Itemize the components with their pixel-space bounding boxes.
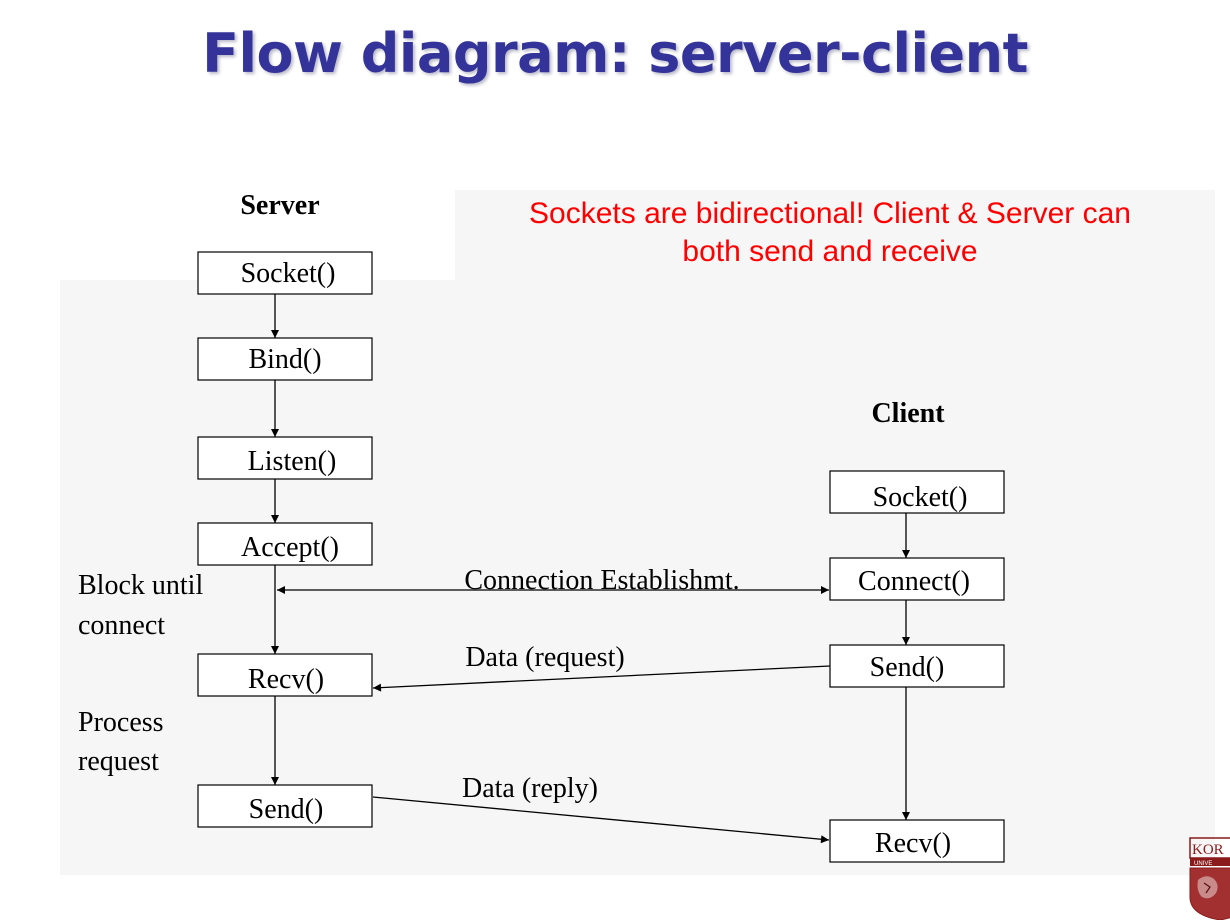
- svg-text:KOR: KOR: [1192, 842, 1224, 858]
- reply-arrow: [372, 796, 830, 844]
- server-send-box: Send(): [197, 784, 373, 828]
- request-label: Data (request): [465, 642, 624, 673]
- request-arrow: [372, 665, 831, 692]
- client-heading: Client: [871, 398, 945, 429]
- server-accept-box: Accept(): [197, 522, 373, 566]
- svg-text:UNIVE: UNIVE: [1194, 861, 1212, 867]
- server-listen-label: Listen(): [248, 446, 337, 477]
- server-recv-label: Recv(): [248, 664, 324, 695]
- server-accept-label: Accept(): [241, 532, 339, 563]
- process-text: Process: [78, 707, 164, 738]
- server-socket-label: Socket(): [241, 258, 336, 289]
- server-bind-box: Bind(): [197, 337, 373, 381]
- client-send-box: Send(): [829, 644, 1005, 688]
- server-bind-label: Bind(): [248, 344, 321, 375]
- note-line-2: both send and receive: [682, 235, 978, 268]
- client-recv-box: Recv(): [829, 819, 1005, 863]
- block-until-text: Block until: [78, 570, 203, 601]
- server-heading: Server: [240, 190, 319, 221]
- client-connect-box: Connect(): [829, 557, 1005, 601]
- client-recv-label: Recv(): [875, 828, 951, 859]
- server-socket-box: Socket(): [197, 251, 373, 295]
- client-send-label: Send(): [870, 652, 945, 683]
- bidirectional-note: Sockets are bidirectional! Client & Serv…: [470, 195, 1190, 271]
- server-send-label: Send(): [249, 794, 324, 825]
- server-recv-box: Recv(): [197, 653, 373, 697]
- note-line-1: Sockets are bidirectional! Client & Serv…: [529, 197, 1131, 230]
- university-logo: KOR UNIVE: [1188, 835, 1230, 920]
- reply-label: Data (reply): [462, 773, 598, 804]
- connect-text: connect: [78, 610, 165, 641]
- server-listen-box: Listen(): [197, 436, 373, 480]
- client-connect-label: Connect(): [858, 566, 970, 597]
- connection-label: Connection Establishmt.: [464, 565, 739, 596]
- client-socket-label: Socket(): [873, 482, 968, 513]
- slide-title: Flow diagram: server-client: [202, 22, 1028, 85]
- university-crest-icon: KOR UNIVE: [1189, 837, 1230, 920]
- request-text: request: [78, 746, 159, 777]
- client-socket-box: Socket(): [829, 470, 1005, 514]
